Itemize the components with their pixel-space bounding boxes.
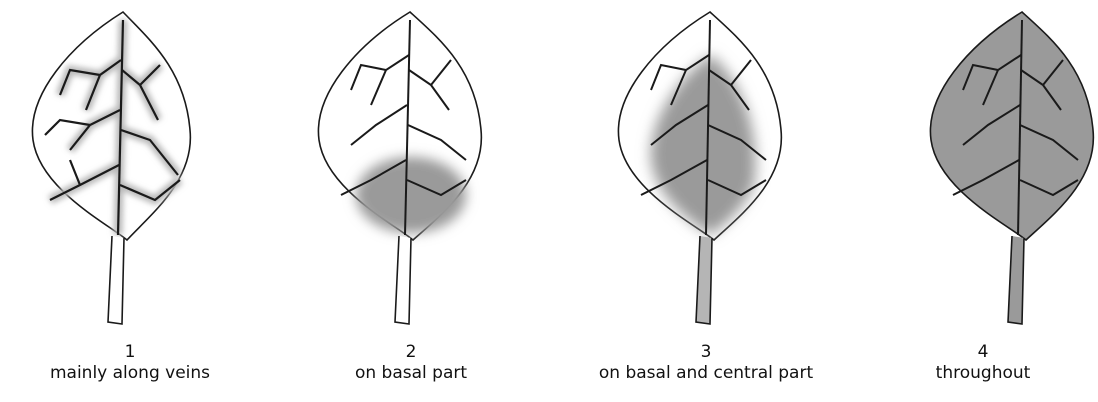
leaf-drawing-basal (281, 0, 541, 340)
leaf-drawing-throughout (883, 0, 1098, 340)
panel-2: 2 on basal part (281, 0, 541, 402)
panel-3: 3 on basal and central part (576, 0, 836, 402)
basal-shading (356, 157, 466, 233)
panel-number: 1 (0, 342, 260, 362)
panel-1-caption: 1 mainly along veins (0, 342, 260, 384)
panel-number: 3 (576, 342, 836, 362)
leaf-blade (32, 12, 190, 240)
panel-number: 4 (883, 342, 1083, 362)
panel-4: 4 throughout (883, 0, 1098, 402)
panel-1: 1 mainly along veins (0, 0, 260, 402)
leaf-petiole (696, 236, 712, 324)
panel-2-caption: 2 on basal part (281, 342, 541, 384)
leaf-drawing-basal-central (576, 0, 836, 340)
leaf-blade (930, 12, 1093, 240)
panel-description: throughout (883, 362, 1083, 384)
leaf-petiole (395, 236, 411, 324)
panel-4-caption: 4 throughout (883, 342, 1083, 384)
panel-description: on basal part (281, 362, 541, 384)
panel-number: 2 (281, 342, 541, 362)
leaf-petiole (108, 236, 124, 324)
leaf-petiole (1008, 236, 1024, 324)
panel-description: mainly along veins (0, 362, 260, 384)
panel-3-caption: 3 on basal and central part (576, 342, 836, 384)
panel-description: on basal and central part (576, 362, 836, 384)
leaf-drawing-veins (0, 0, 260, 340)
